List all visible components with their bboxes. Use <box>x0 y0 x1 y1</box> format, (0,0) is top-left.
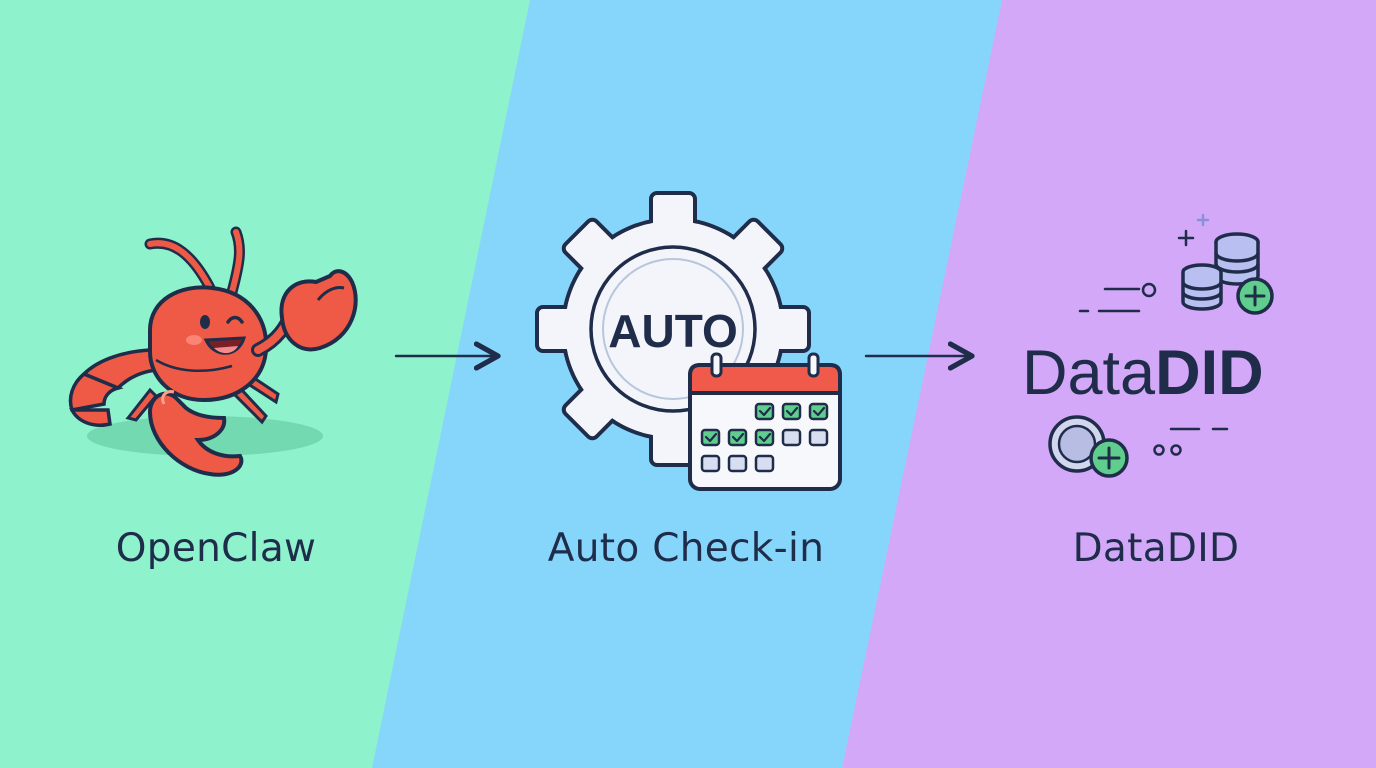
gear-calendar-icon: AUTO <box>535 191 842 491</box>
calendar-icon <box>688 352 842 491</box>
datadid-logo: DataDID <box>1022 338 1264 408</box>
sparkle-icon <box>1177 213 1210 247</box>
step-label-auto-checkin: Auto Check-in <box>547 526 825 571</box>
token-icon <box>1048 415 1129 478</box>
lobster-icon <box>68 226 358 477</box>
auto-badge-text: AUTO <box>608 305 738 357</box>
panel-datadid <box>842 0 1376 768</box>
motion-lines <box>1078 282 1157 313</box>
step-label-openclaw: OpenClaw <box>115 526 317 571</box>
coins-icon <box>1181 232 1274 315</box>
step-label-datadid: DataDID <box>1072 526 1240 571</box>
motion-dots <box>1153 427 1229 456</box>
